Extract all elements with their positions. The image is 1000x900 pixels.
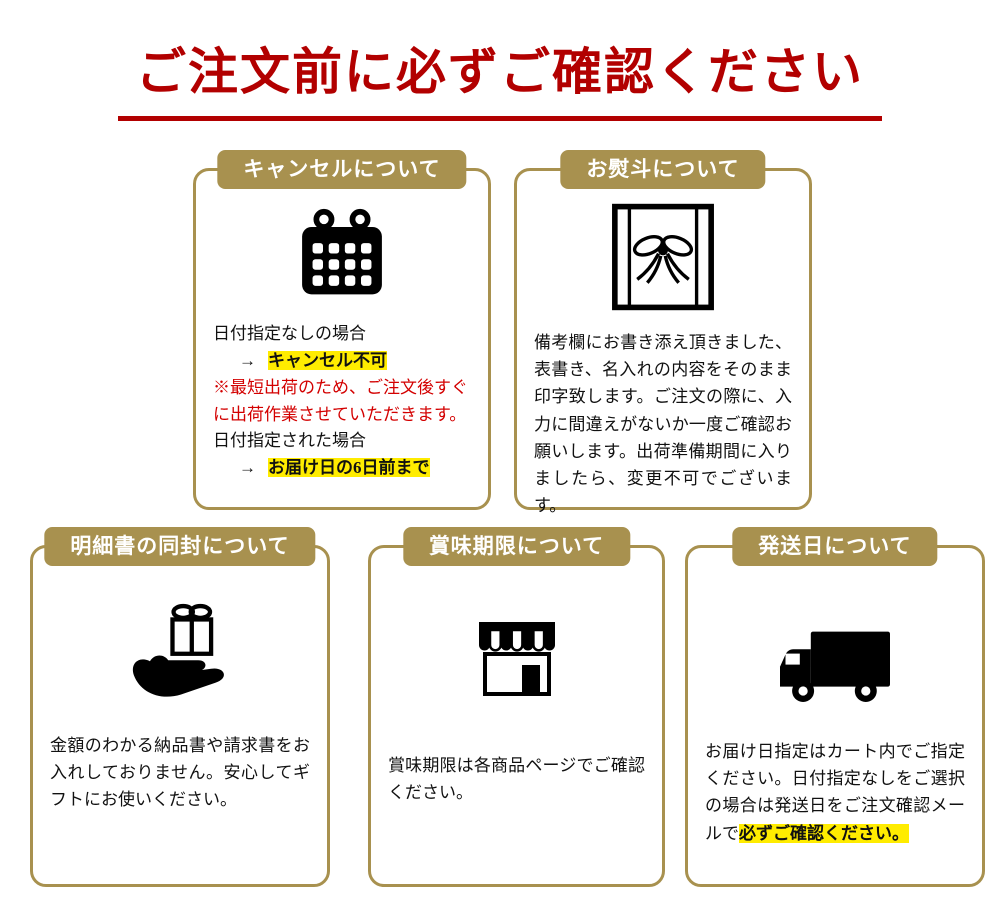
cancel-warning-text: ※最短出荷のため、ご注文後すぐに出荷作業させていただきます。 xyxy=(213,378,468,424)
card-expiry-body: 賞味期限は各商品ページでご確認ください。 xyxy=(371,752,662,806)
noshi-gift-wrap-icon xyxy=(607,201,719,313)
shipping-body-text: お届け日指定はカート内でご指定ください。日付指定なしをご選択の場合は発送日をご注… xyxy=(705,738,965,847)
card-noshi: お熨斗について 備考欄にお書き添え頂きました、表書き、名入れの内容をそのまま印字… xyxy=(514,150,812,515)
arrow-glyph: → xyxy=(239,458,256,478)
cancel-deadline-highlight: お届け日の6日前まで xyxy=(268,458,430,478)
delivery-truck-icon xyxy=(769,614,901,713)
expiry-body-text: 賞味期限は各商品ページでご確認ください。 xyxy=(388,756,645,803)
card-shipping: 発送日について お届け日指定はカート内でご指定ください。日付指定なしをご選択の場… xyxy=(685,527,985,887)
card-cancellation-header: キャンセルについて xyxy=(217,150,467,190)
card-statement-body: 金額のわかる納品書や請求書をお入れしておりません。安心してギフトにお使いください… xyxy=(33,732,327,814)
cancel-result-no-date: → キャンセル不可 xyxy=(213,347,471,375)
title-underline xyxy=(118,116,882,121)
gift-in-hand-icon xyxy=(121,598,239,705)
card-noshi-header: お熨斗について xyxy=(560,150,766,190)
arrow-glyph: → xyxy=(239,351,256,371)
card-expiry: 賞味期限について 賞味期限は各商品ページでご確認く xyxy=(368,527,665,887)
calendar-icon xyxy=(295,207,390,302)
card-shipping-header: 発送日について xyxy=(732,527,938,567)
card-statement-header: 明細書の同封について xyxy=(44,527,316,567)
shipping-confirm-highlight: 必ずご確認ください。 xyxy=(739,823,909,843)
cancel-not-possible-highlight: キャンセル不可 xyxy=(268,351,387,371)
cancel-case-no-date: 日付指定なしの場合 xyxy=(213,324,366,343)
cancel-case-with-date: 日付指定された場合 xyxy=(213,431,366,451)
statement-body-text: 金額のわかる納品書や請求書をお入れしておりません。安心してギフトにお使いください… xyxy=(50,736,310,810)
page-title: ご注文前に必ずご確認ください xyxy=(136,44,864,100)
card-statement: 明細書の同封について 金額のわかる納品書や請求書をお入れしておりません。安心して… xyxy=(30,527,330,887)
card-noshi-body: 備考欄にお書き添え頂きました、表書き、名入れの内容をそのまま印字致します。ご注文… xyxy=(517,329,809,519)
storefront-icon xyxy=(467,608,567,708)
card-cancellation-body: 日付指定なしの場合 → キャンセル不可 ※最短出荷のため、ご注文後すぐに出荷作業さ… xyxy=(196,321,488,482)
card-cancellation: キャンセルについて 日付指定なしの場合 → キャンセル不可 ※最短出荷のため、ご注… xyxy=(193,150,491,510)
card-shipping-body: お届け日指定はカート内でご指定ください。日付指定なしをご選択の場合は発送日をご注… xyxy=(688,738,982,847)
cancel-result-with-date: → お届け日の6日前まで xyxy=(213,454,471,482)
shipping-body-main: お届け日指定はカート内でご指定ください。日付指定なしをご選択の場合は発送日をご注… xyxy=(705,742,965,843)
card-expiry-header: 賞味期限について xyxy=(402,527,631,567)
noshi-body-text: 備考欄にお書き添え頂きました、表書き、名入れの内容をそのまま印字致します。ご注文… xyxy=(534,333,792,516)
